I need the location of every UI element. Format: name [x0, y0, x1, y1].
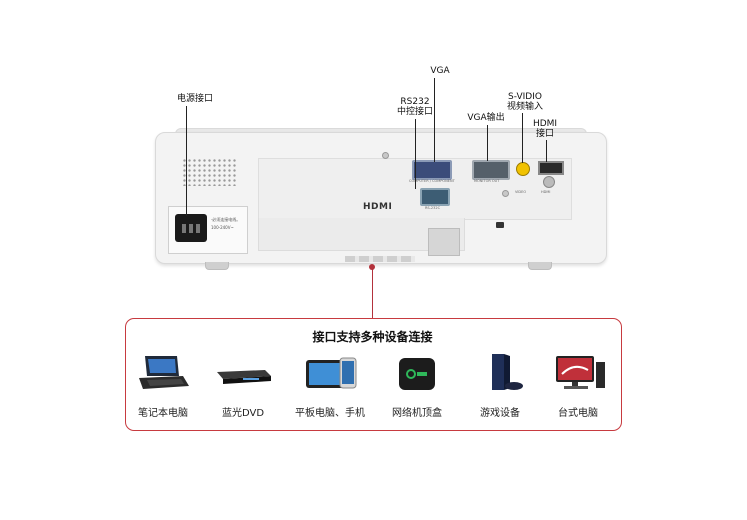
power-pin: [189, 224, 193, 233]
device-label: 网络机顶盒: [392, 408, 442, 419]
power-inlet-text: ·必须连接电线。 100-240V~: [211, 216, 247, 232]
hdmi-logo: HDMI: [363, 202, 393, 212]
hdmi-caption: HDMI: [541, 190, 551, 194]
callout-hdmi-line1: HDMI: [532, 119, 558, 129]
laptop-icon: [133, 352, 193, 392]
kensington-lock-slot: [496, 222, 504, 228]
callout-vga-out-line: [487, 125, 488, 161]
power-pin: [196, 224, 200, 233]
device-panel: [125, 318, 622, 431]
device-desktop: 台式电脑: [538, 352, 618, 419]
video-jack: [516, 162, 530, 176]
callout-svideo-line2: 视频输入: [506, 102, 543, 112]
callout-vga-out: VGA输出: [467, 113, 505, 123]
set-top-box-icon: [387, 352, 447, 392]
video-caption: VIDEO: [515, 190, 527, 194]
projector-foot: [205, 262, 229, 270]
device-label: 平板电脑、手机: [295, 408, 365, 419]
hdmi-port: [538, 161, 564, 175]
vent-slots: [345, 256, 415, 262]
callout-svideo-line1: S-VIDIO: [508, 92, 542, 102]
callout-rs232-line: [415, 119, 416, 189]
callout-vga-line: [434, 78, 435, 162]
device-panel-title: 接口支持多种设备连接: [312, 330, 433, 344]
power-voltage-text: 100-240V~: [211, 225, 234, 230]
vga-port: [412, 160, 452, 180]
callout-rs232-line2: 中控接口: [396, 107, 433, 117]
callout-svideo-line: [522, 113, 523, 163]
device-label: 笔记本电脑: [138, 408, 188, 419]
speaker-grill: [182, 158, 238, 186]
device-set-top-box: 网络机顶盒: [377, 352, 457, 419]
desktop-computer-icon: [548, 352, 608, 392]
game-console-icon: [470, 352, 530, 392]
vga-out-caption: MONITOR OUT: [474, 179, 500, 183]
panel-screw: [382, 152, 389, 159]
filter-tab: [428, 228, 460, 256]
panel-screw: [502, 190, 509, 197]
tablet-phone-icon: [300, 352, 360, 392]
callout-power: 电源接口: [176, 94, 213, 104]
vga-port-caption: COMPUTER / COMPONENT: [409, 179, 455, 183]
device-bluray: 蓝光DVD: [203, 352, 283, 419]
vga-out-port: [472, 160, 510, 180]
device-label: 游戏设备: [480, 408, 520, 419]
hdmi-screw: [543, 176, 555, 188]
callout-vga: VGA: [430, 66, 450, 76]
power-warning-text: ·必须连接电线。: [211, 217, 241, 222]
callout-rs232-line1: RS232: [400, 97, 430, 107]
callout-power-line: [186, 106, 187, 216]
device-game-console: 游戏设备: [460, 352, 540, 419]
device-label: 蓝光DVD: [221, 408, 265, 419]
callout-hdmi-line2: 接口: [535, 129, 554, 139]
device-label: 台式电脑: [558, 408, 598, 419]
rs232-port-caption: RS-232C: [425, 206, 441, 210]
callout-hdmi-line: [546, 140, 547, 162]
rs232-port: [420, 188, 450, 206]
device-tablet-phone: 平板电脑、手机: [290, 352, 370, 419]
power-socket: [175, 214, 207, 242]
device-laptop: 笔记本电脑: [123, 352, 203, 419]
projector-foot: [528, 262, 552, 270]
connector-line: [372, 266, 373, 320]
bluray-player-icon: [213, 352, 273, 392]
power-pin: [182, 224, 186, 233]
